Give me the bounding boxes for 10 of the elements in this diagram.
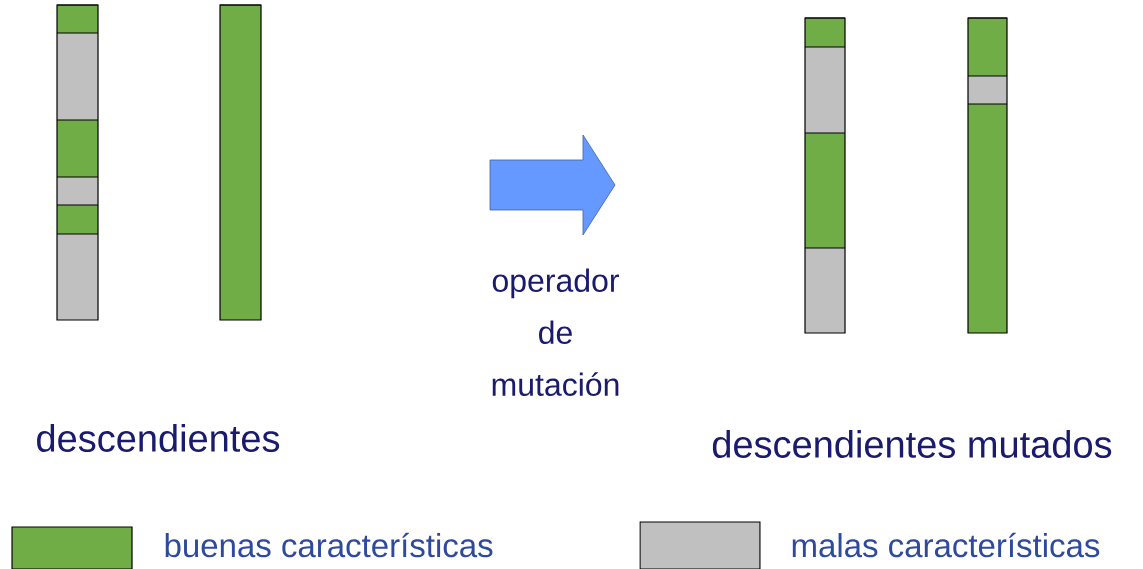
chromosome-bar: [804, 17, 846, 334]
chromosome-bar: [56, 4, 99, 321]
caption-text: descendientes: [37, 424, 280, 452]
block-arrow: [489, 134, 616, 236]
legend-label: buenas características: [165, 532, 493, 558]
caption-text: descendientes mutados: [712, 430, 1112, 458]
chromosome-bar: [967, 17, 1008, 334]
chromosome-bar: [219, 4, 262, 321]
legend-label: malas características: [792, 532, 1100, 558]
arrow-caption: operador de mutación: [492, 268, 619, 397]
